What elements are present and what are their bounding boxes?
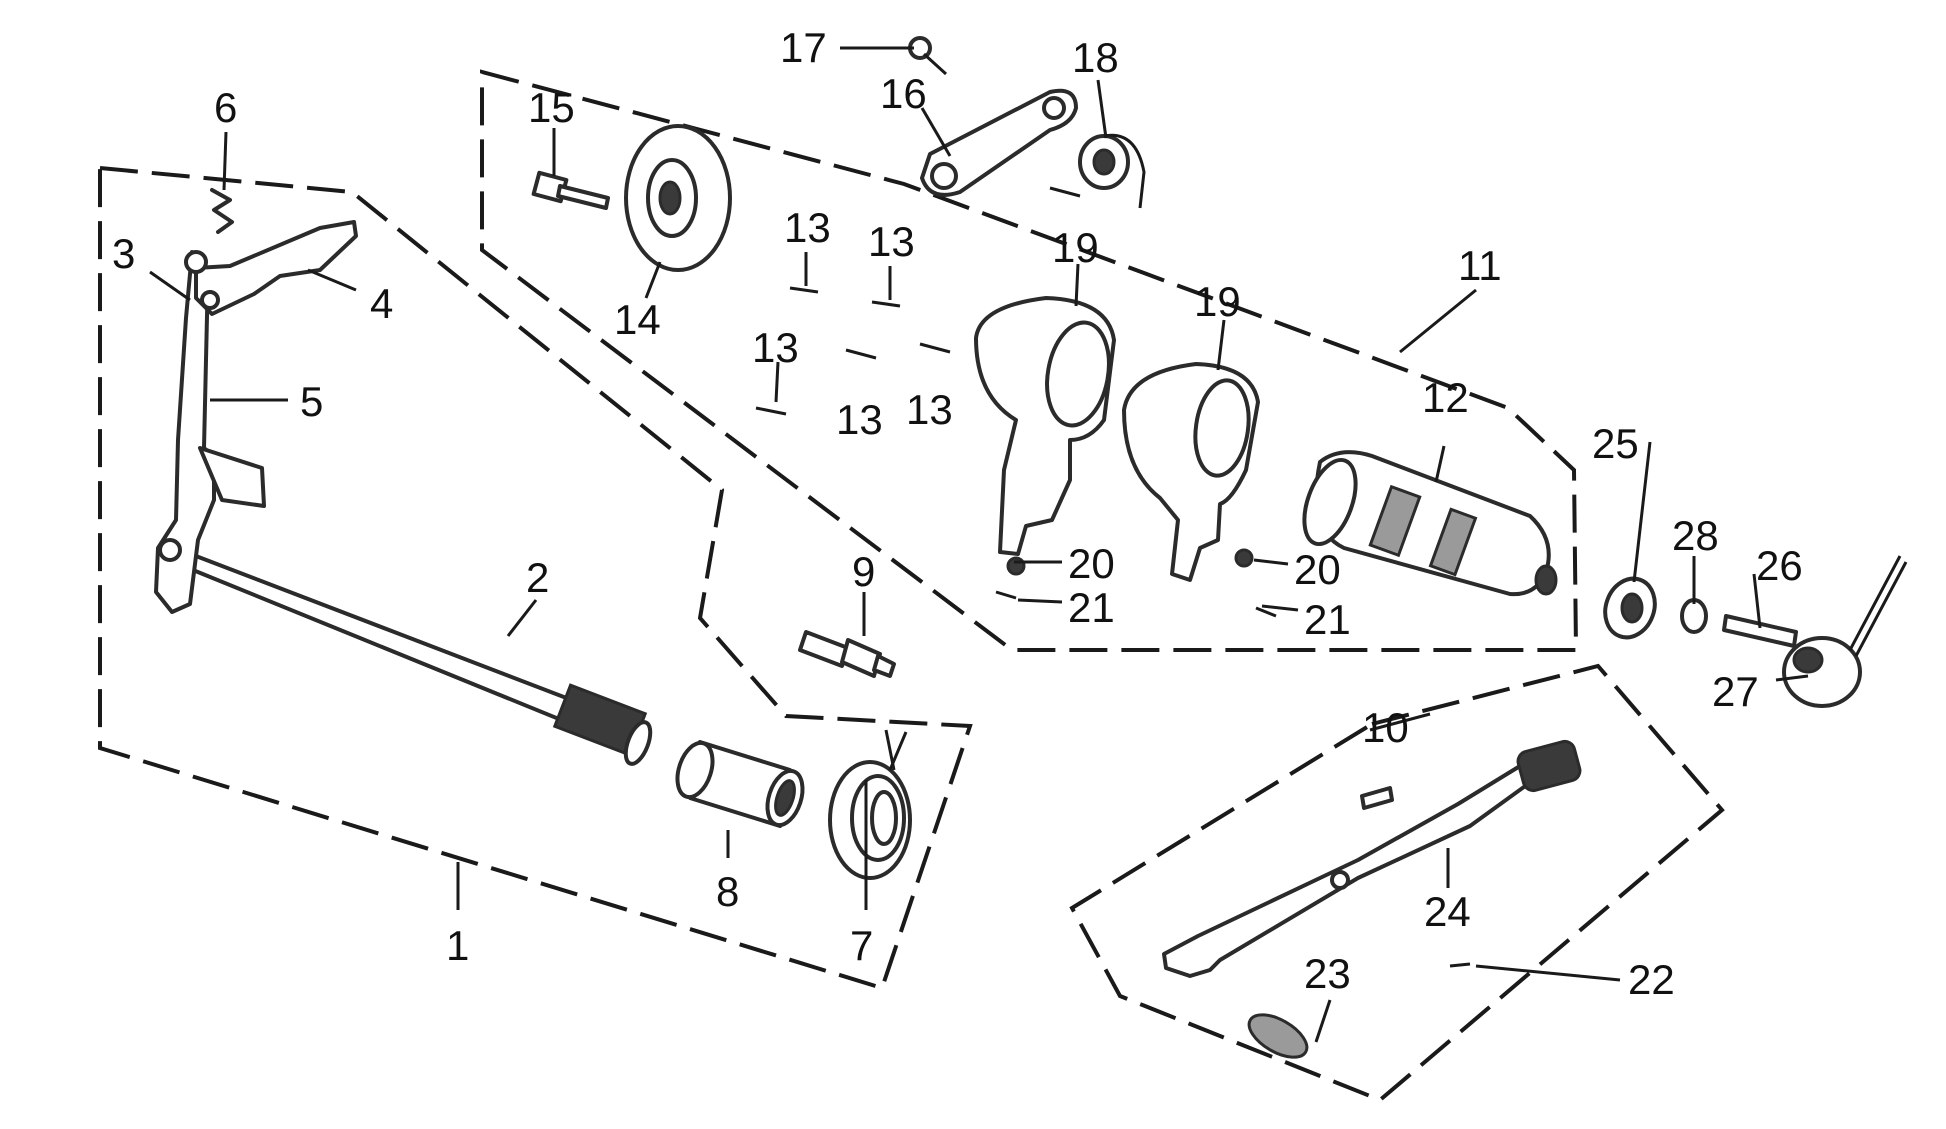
- callout-19-b: 19: [1194, 278, 1241, 325]
- stopper-spring: [1049, 133, 1146, 209]
- gear-shift-pedal: [1162, 739, 1582, 978]
- callout-26: 26: [1756, 542, 1803, 589]
- callout-13-a: 13: [784, 204, 831, 251]
- callout-20-a: 20: [1068, 540, 1115, 587]
- plate-bolt: [531, 170, 610, 210]
- callout-1: 1: [446, 922, 469, 969]
- callout-9: 9: [852, 548, 875, 595]
- shift-drum: [1302, 450, 1558, 597]
- callout-7: 7: [850, 922, 873, 969]
- callout-5: 5: [300, 378, 323, 425]
- callout-22-leader: [1475, 964, 1621, 982]
- cam-bolt: [908, 36, 948, 76]
- callout-13-e: 13: [906, 386, 953, 433]
- drum-stopper-plate: [624, 124, 732, 272]
- callout-28: 28: [1672, 512, 1719, 559]
- neutral-switch-cap: [1782, 555, 1908, 708]
- shift-fork-right: [1122, 362, 1260, 582]
- leader-lines: [149, 46, 1809, 1043]
- callout-14: 14: [614, 296, 661, 343]
- callout-16: 16: [880, 70, 927, 117]
- callout-10: 10: [1362, 704, 1409, 751]
- gear-shift-shaft: [173, 546, 653, 766]
- shaft-collar: [675, 740, 805, 828]
- pins: [755, 286, 951, 416]
- callout-13-d: 13: [836, 396, 883, 443]
- callout-19-a: 19: [1052, 224, 1099, 271]
- washer: [1680, 598, 1708, 634]
- pawl-spring: [210, 188, 234, 234]
- pedal-bolt: [1360, 786, 1394, 810]
- callout-2: 2: [526, 554, 549, 601]
- callout-3: 3: [112, 230, 135, 277]
- cam-plate-link: [920, 88, 1078, 197]
- callout-8: 8: [716, 868, 739, 915]
- callout-23: 23: [1304, 950, 1351, 997]
- assembly-1-boundary: [98, 165, 973, 991]
- callout-13-b: 13: [868, 218, 915, 265]
- callout-12: 12: [1422, 374, 1469, 421]
- callout-24: 24: [1424, 888, 1471, 935]
- callout-25: 25: [1592, 420, 1639, 467]
- callout-15: 15: [528, 84, 575, 131]
- shift-fork-left: [974, 296, 1116, 576]
- callout-21-a: 21: [1068, 584, 1115, 631]
- callout-21-b: 21: [1304, 596, 1351, 643]
- callout-6: 6: [214, 84, 237, 131]
- callout-11: 11: [1458, 242, 1502, 289]
- drum-bearing: [1603, 576, 1657, 640]
- callout-27: 27: [1712, 668, 1759, 715]
- callout-4: 4: [370, 280, 393, 327]
- callout-17: 17: [780, 24, 827, 71]
- indicator-stud: [1722, 614, 1798, 648]
- fork-washers: [995, 590, 1277, 618]
- callout-13-c: 13: [752, 324, 799, 371]
- pedal-rubber: [1247, 1013, 1309, 1059]
- callout-20-b: 20: [1294, 546, 1341, 593]
- shift-arm: [154, 250, 266, 614]
- callout-labels: 1 2 3 4 5 6 7 8 9 10 11 12 13 13 13 13 1…: [112, 24, 1803, 1003]
- pivot-pin: [184, 250, 208, 274]
- assembly-11-boundary: [480, 69, 1579, 652]
- callout-18: 18: [1072, 34, 1119, 81]
- stopper-bolt: [798, 630, 896, 678]
- shift-pawl-plate: [194, 220, 358, 316]
- assembly-22-boundary: [1069, 663, 1725, 1103]
- callout-22: 22: [1628, 956, 1675, 1003]
- return-spring: [828, 729, 912, 880]
